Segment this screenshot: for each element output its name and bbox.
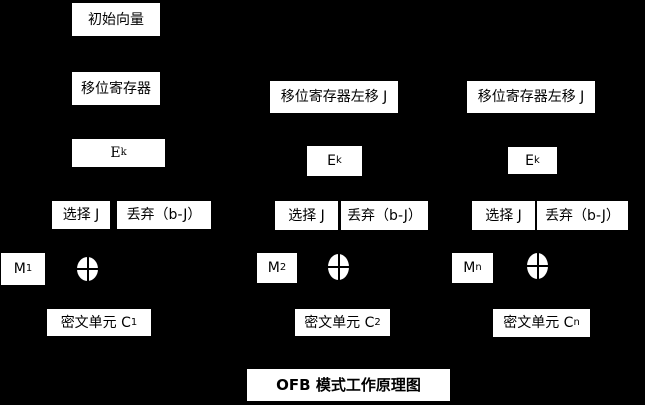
xor-icon-1 bbox=[77, 257, 98, 281]
encryption-subscript: k bbox=[336, 155, 342, 166]
plaintext-label: M bbox=[463, 260, 476, 276]
diagram-title: OFB 模式工作原理图 bbox=[247, 369, 450, 401]
select-j-box-3: 选择 J bbox=[472, 201, 535, 230]
encryption-label: E bbox=[110, 145, 121, 161]
plaintext-subscript: 1 bbox=[25, 263, 33, 274]
discard-box-2: 丢弃（b-J） bbox=[341, 201, 428, 230]
xor-horizontal-line bbox=[77, 268, 98, 270]
xor-horizontal-line bbox=[328, 266, 349, 268]
ciphertext-subscript: 1 bbox=[130, 316, 138, 328]
encryption-subscript: k bbox=[534, 154, 540, 166]
encryption-label: E bbox=[525, 152, 535, 169]
plaintext-subscript: n bbox=[475, 262, 482, 273]
select-j-box-2: 选择 J bbox=[275, 201, 338, 230]
plaintext-subscript: 2 bbox=[279, 262, 287, 273]
ciphertext-label: 密文单元 C bbox=[503, 315, 574, 331]
select-j-box-1: 选择 J bbox=[52, 201, 110, 229]
shift-register-left-box-2: 移位寄存器左移 J bbox=[270, 81, 398, 113]
discard-box-3: 丢弃（b-J） bbox=[537, 201, 628, 230]
shift-register-left-box-3: 移位寄存器左移 J bbox=[467, 81, 595, 113]
plaintext-label: M bbox=[267, 260, 280, 276]
shift-register-box-1: 移位寄存器 bbox=[72, 72, 160, 105]
ciphertext-label: 密文单元 C bbox=[304, 314, 375, 331]
encryption-subscript: k bbox=[120, 147, 127, 158]
xor-icon-3 bbox=[527, 253, 548, 279]
ciphertext-label: 密文单元 C bbox=[60, 314, 131, 331]
ciphertext-subscript: 2 bbox=[374, 316, 381, 328]
plaintext-label: M bbox=[13, 261, 26, 277]
encryption-label: E bbox=[327, 153, 337, 169]
ciphertext-subscript: n bbox=[573, 317, 580, 328]
discard-box-1: 丢弃（b-J） bbox=[117, 201, 211, 229]
initial-vector-box: 初始向量 bbox=[72, 3, 160, 36]
xor-horizontal-line bbox=[527, 265, 548, 267]
xor-icon-2 bbox=[328, 254, 349, 280]
